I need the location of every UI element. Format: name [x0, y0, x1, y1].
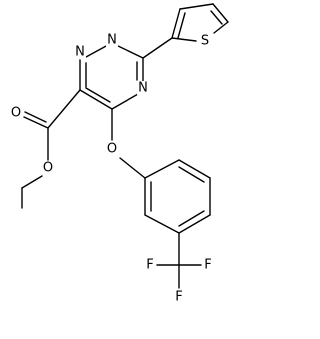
atom-n4: N — [138, 81, 148, 96]
bond-th4-th5 — [212, 3, 229, 23]
bond-th4-th5-inner — [210, 10, 223, 25]
bond-c5-c6 — [79, 89, 113, 110]
bond-ar2-ar3 — [178, 159, 211, 179]
bond-oether-ar1 — [119, 157, 146, 179]
bond-ar4-ar5-inner — [178, 210, 205, 227]
bond-ar1-ar2 — [144, 159, 180, 179]
atom-n2: N — [107, 33, 117, 48]
bond-th2-th3 — [171, 8, 181, 39]
bonds — [21, 3, 229, 289]
atom-f3: F — [175, 290, 182, 305]
bond-ar5-ar6 — [144, 214, 180, 234]
bond-c5-c6-inner — [85, 87, 111, 103]
bond-ar2-ar3-inner — [178, 166, 205, 183]
atom-o-carbonyl: O — [11, 106, 21, 121]
bond-th5-s — [213, 21, 229, 34]
bond-ar4-ar5 — [178, 214, 211, 234]
atom-n1: N — [75, 45, 85, 60]
bond-c3-th2 — [142, 37, 173, 59]
bond-cester-ocarbonyl-inner — [24, 111, 47, 123]
bond-th3-th4 — [179, 3, 214, 10]
bond-n1-n2 — [85, 44, 109, 58]
bond-s-th2 — [171, 37, 197, 42]
atom-labels: N N N S O O O F F F — [10, 33, 214, 305]
bond-th2-th3-inner — [177, 12, 186, 39]
atom-o-ether: O — [107, 142, 117, 157]
atom-f2: F — [204, 258, 211, 273]
bond-oester-ch2 — [21, 175, 43, 189]
bond-cester-ocarbonyl — [23, 116, 49, 129]
bond-n2-c3 — [115, 44, 144, 59]
bond-n4-c5 — [111, 93, 139, 110]
bond-c6-cester — [47, 89, 81, 129]
molecule-structure: N N N S O O O F F F — [10, 3, 229, 305]
atom-f1: F — [146, 258, 153, 273]
atom-s-thiophene: S — [201, 34, 209, 49]
atom-o-ester: O — [43, 161, 53, 176]
